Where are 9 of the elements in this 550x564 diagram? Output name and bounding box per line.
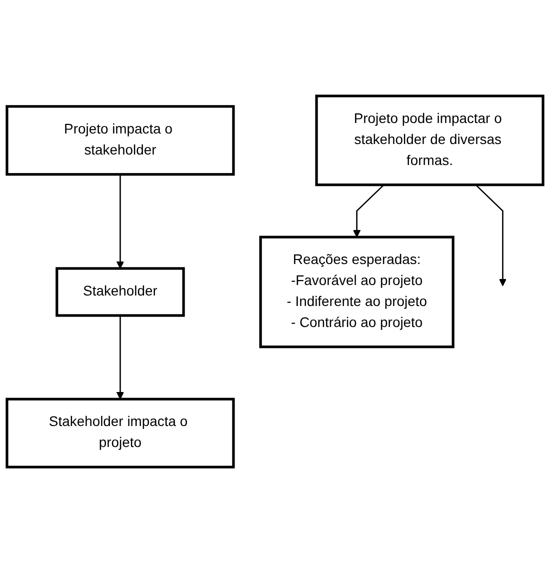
node-box: Projeto pode impactar o stakeholder de diversas formas. xyxy=(315,95,544,187)
node-box: Projeto impacta o stakeholder xyxy=(6,106,235,176)
node-box: Stakeholder impacta o projeto xyxy=(6,398,235,469)
arrow xyxy=(353,184,384,238)
node-box: Stakeholder xyxy=(56,268,185,318)
node-box: Reações esperadas: -Favorável ao projeto - Indiferente ao projeto - Contrário ao projeto xyxy=(259,236,454,349)
arrow xyxy=(475,184,507,287)
arrow xyxy=(116,316,124,400)
arrow xyxy=(116,174,124,270)
